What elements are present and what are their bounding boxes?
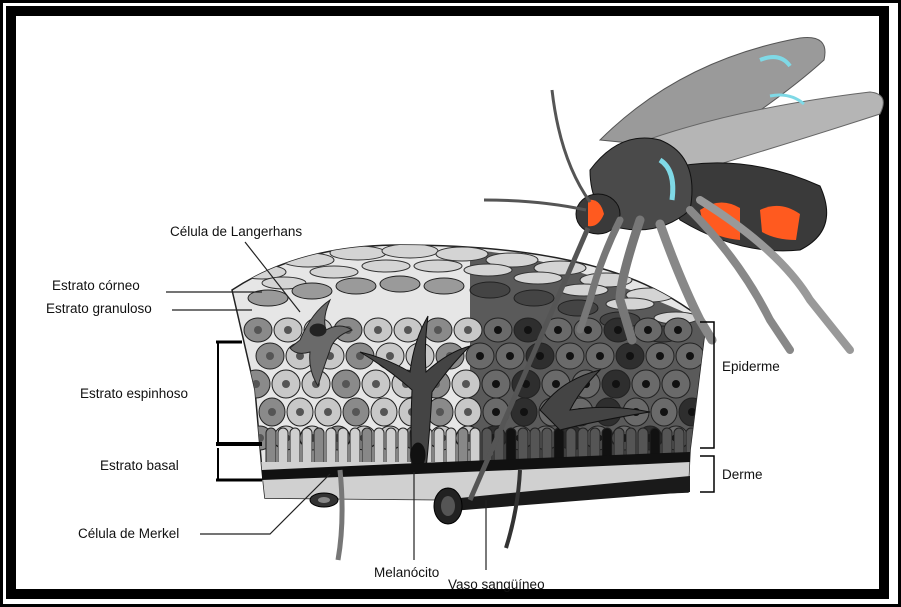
cell-nucleus bbox=[494, 326, 502, 334]
cell-nucleus bbox=[380, 408, 388, 416]
cell-nucleus bbox=[284, 326, 292, 334]
cell-nucleus bbox=[352, 408, 360, 416]
cell-nucleus bbox=[434, 326, 442, 334]
label-vaso-sanguineo: Vaso sangüíneo bbox=[448, 577, 545, 592]
cell-nucleus bbox=[672, 380, 680, 388]
label-estrato-basal: Estrato basal bbox=[100, 458, 179, 473]
bracket-derme bbox=[700, 456, 714, 492]
cell-nucleus bbox=[674, 326, 682, 334]
skin-block bbox=[232, 244, 710, 560]
cell-nucleus bbox=[404, 326, 412, 334]
cell-nucleus bbox=[372, 380, 380, 388]
cell-nucleus bbox=[506, 352, 514, 360]
cell-nucleus bbox=[566, 352, 574, 360]
label-celula-merkel: Célula de Merkel bbox=[78, 526, 179, 541]
cell-nucleus bbox=[524, 326, 532, 334]
cell-nucleus bbox=[464, 326, 472, 334]
cell-nucleus bbox=[584, 326, 592, 334]
cell-nucleus bbox=[476, 352, 484, 360]
cell-nucleus bbox=[324, 408, 332, 416]
cell-nucleus bbox=[552, 380, 560, 388]
cell-nucleus bbox=[436, 408, 444, 416]
cell-nucleus bbox=[626, 352, 634, 360]
cell-nucleus bbox=[554, 326, 562, 334]
cell-nucleus bbox=[256, 434, 264, 442]
cell-nucleus bbox=[254, 326, 262, 334]
cell-nucleus bbox=[492, 380, 500, 388]
label-estrato-espinhoso: Estrato espinhoso bbox=[80, 386, 188, 401]
cell-nucleus bbox=[656, 352, 664, 360]
cell-nucleus bbox=[374, 326, 382, 334]
cell-nucleus bbox=[268, 408, 276, 416]
cell-nucleus bbox=[596, 352, 604, 360]
cell-nucleus bbox=[386, 352, 394, 360]
cell-nucleus bbox=[464, 408, 472, 416]
cell-nucleus bbox=[644, 326, 652, 334]
cell-nucleus bbox=[282, 380, 290, 388]
cell-nucleus bbox=[536, 352, 544, 360]
label-epiderme: Epiderme bbox=[722, 359, 780, 374]
label-melanocito: Melanócito bbox=[374, 565, 439, 580]
cell-nucleus bbox=[660, 408, 668, 416]
cell-nucleus bbox=[462, 380, 470, 388]
label-derme: Derme bbox=[722, 467, 763, 482]
cell-nucleus bbox=[266, 352, 274, 360]
cell-nucleus bbox=[642, 380, 650, 388]
label-langerhans: Célula de Langerhans bbox=[170, 224, 302, 239]
cell-nucleus bbox=[520, 408, 528, 416]
cell-nucleus bbox=[492, 408, 500, 416]
label-estrato-corneo: Estrato córneo bbox=[52, 278, 140, 293]
cell-nucleus bbox=[686, 352, 694, 360]
cell-nucleus bbox=[614, 326, 622, 334]
label-estrato-granuloso: Estrato granuloso bbox=[46, 301, 152, 316]
cell-nucleus bbox=[296, 408, 304, 416]
cell-nucleus bbox=[342, 380, 350, 388]
merkel-cell bbox=[310, 493, 338, 507]
bracket-basal bbox=[216, 448, 262, 480]
cell-nucleus bbox=[612, 380, 620, 388]
